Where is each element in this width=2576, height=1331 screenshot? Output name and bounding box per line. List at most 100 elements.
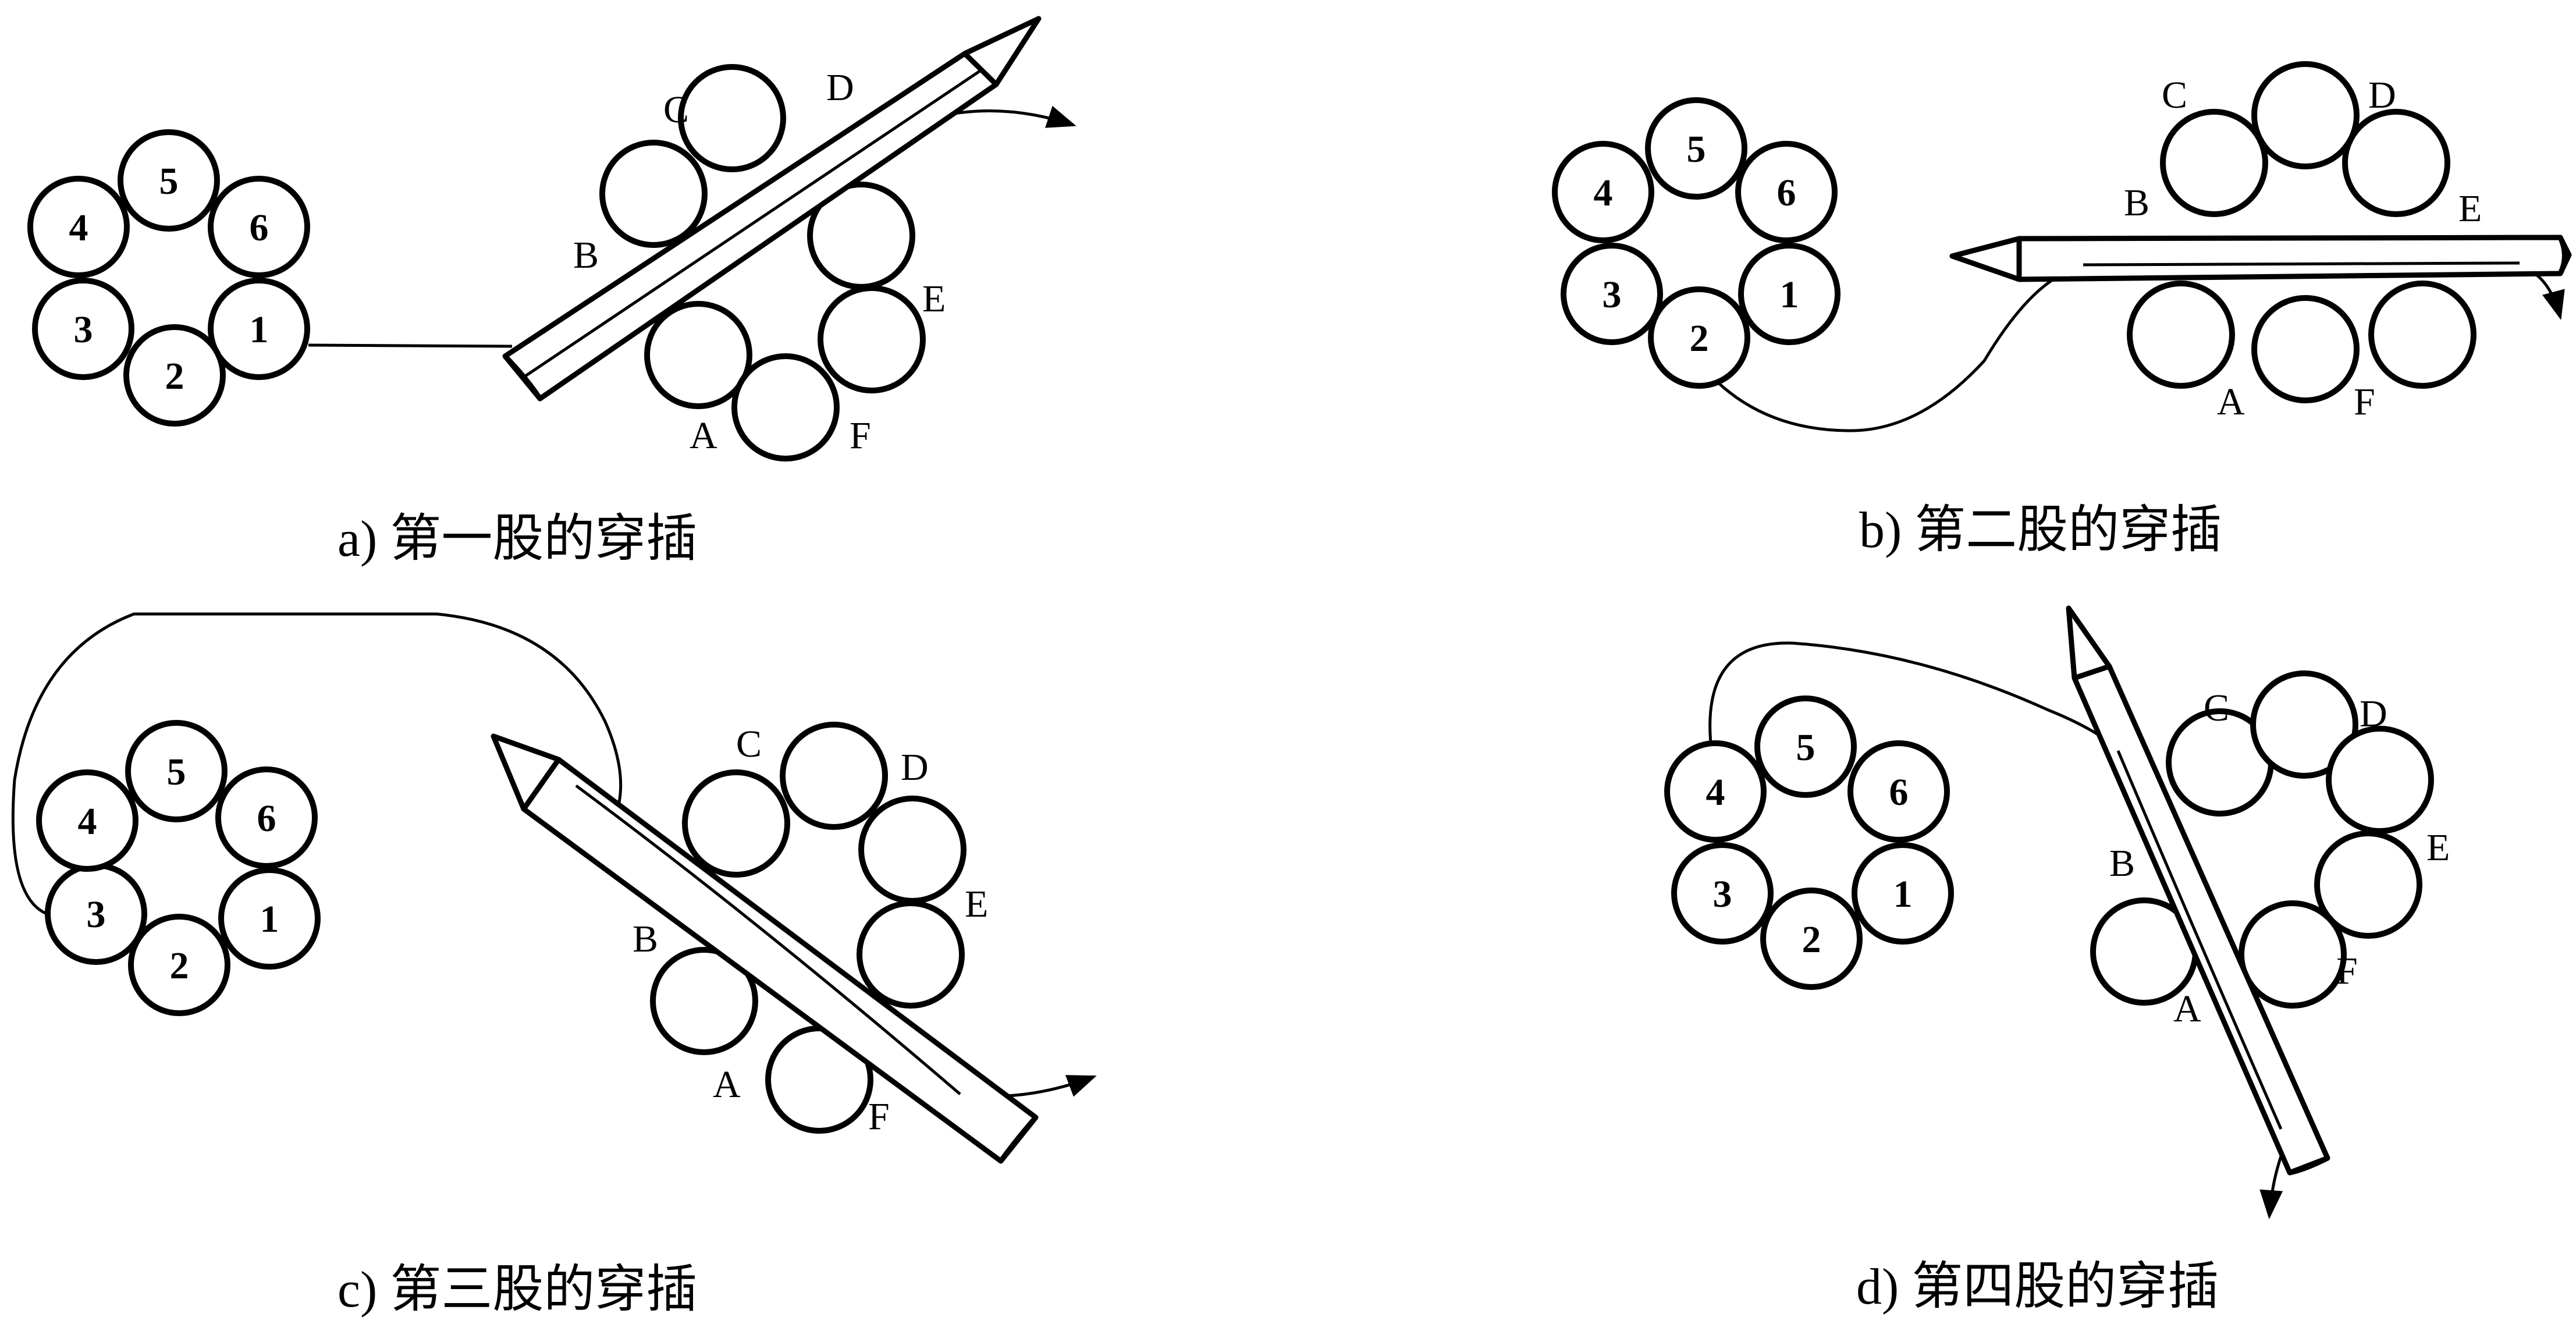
panel-c-right-strands bbox=[650, 722, 967, 1134]
panel-d-caption: d) 第四股的穿插 bbox=[1856, 1259, 2219, 1315]
panel-b-strand-4-label: 4 bbox=[1594, 172, 1613, 214]
panel-d-left-strands bbox=[1664, 695, 1954, 990]
panel-a-label-A: A bbox=[690, 414, 717, 457]
panel-b-strand-2-label: 2 bbox=[1690, 317, 1709, 360]
panel-b-strand-E bbox=[2368, 281, 2476, 389]
panel-c-strand-2-label: 2 bbox=[170, 945, 189, 987]
panel-d-strand-2 bbox=[1760, 888, 1863, 990]
panel-c-label-F: F bbox=[868, 1095, 890, 1138]
panel-a-strand-1-label: 1 bbox=[250, 308, 269, 351]
panel-b-strand-5 bbox=[1645, 97, 1747, 200]
panel-a-strand-2 bbox=[123, 324, 226, 427]
panel-c-needle bbox=[491, 733, 1039, 1164]
panel-a-label-C: C bbox=[663, 88, 689, 131]
panel-a-strand-E2 bbox=[818, 285, 926, 393]
panel-c-strand-1-label: 1 bbox=[260, 898, 279, 940]
panel-d-strand-D bbox=[2250, 670, 2358, 779]
panel-a-label-B: B bbox=[573, 234, 599, 276]
panel-d-strand-F bbox=[2239, 900, 2347, 1009]
panel-b-strand-B bbox=[2160, 109, 2268, 217]
panel-b-strand-A bbox=[2127, 281, 2235, 389]
panel-d-strand-6-label: 6 bbox=[1889, 771, 1909, 814]
panel-a-strand-4 bbox=[27, 176, 130, 278]
panel-d-label-C: C bbox=[2204, 687, 2229, 729]
panel-c-left-strands bbox=[36, 720, 321, 1016]
panel-d-label-F: F bbox=[2336, 950, 2358, 992]
panel-c-label-A: A bbox=[713, 1063, 741, 1106]
panel-d-strand-4-label: 4 bbox=[1706, 771, 1725, 814]
panel-b-strand-4 bbox=[1552, 141, 1654, 243]
panel-a-label-D: D bbox=[826, 66, 854, 109]
panel-c: 1 2 3 4 5 6 C D E B A F c) 第三股的穿插 bbox=[11, 612, 1097, 1318]
panel-a: 1 2 3 4 5 6 C D B E A F a) 第一股的穿插 bbox=[27, 16, 1076, 567]
panel-a-strand-C bbox=[678, 64, 786, 172]
panel-c-label-D: D bbox=[901, 746, 929, 789]
panel-c-caption: c) 第三股的穿插 bbox=[337, 1262, 697, 1318]
panel-c-label-B: B bbox=[633, 918, 658, 960]
panel-c-thread bbox=[11, 612, 623, 915]
panel-b-strand-C bbox=[2251, 61, 2360, 169]
panel-b-label-E: E bbox=[2458, 187, 2482, 230]
panel-d-strand-1 bbox=[1852, 842, 1954, 945]
panel-c-strand-4 bbox=[36, 769, 138, 872]
panel-a-thread-exit-arrow bbox=[954, 105, 1076, 128]
panel-a-label-E: E bbox=[922, 278, 946, 320]
panel-a-caption: a) 第一股的穿插 bbox=[337, 511, 697, 567]
panel-a-left-strands bbox=[27, 129, 310, 427]
panel-a-strand-B bbox=[599, 140, 708, 248]
panel-a-thread bbox=[308, 343, 513, 348]
panel-c-strand-B bbox=[650, 947, 758, 1055]
panel-b-strand-3 bbox=[1561, 243, 1663, 345]
panel-d-needle bbox=[2066, 605, 2330, 1176]
panel-b-label-B: B bbox=[2124, 182, 2149, 224]
panel-b-strand-D bbox=[2342, 109, 2450, 217]
panel-a-strand-3-label: 3 bbox=[74, 308, 93, 351]
panel-d-strand-4 bbox=[1664, 740, 1767, 843]
panel-a-strand-5-label: 5 bbox=[159, 160, 179, 203]
panel-b-needle bbox=[1949, 235, 2572, 282]
panel-b-right-strands bbox=[2127, 61, 2476, 403]
panel-d-strand-1-label: 1 bbox=[1893, 873, 1913, 915]
panel-c-strand-D2 bbox=[858, 796, 967, 904]
panel-b-strand-6 bbox=[1735, 141, 1838, 243]
panel-d: 1 2 3 4 5 6 C D E B A F d) 第四股的穿插 bbox=[1664, 605, 2450, 1315]
panel-c-strand-4-label: 4 bbox=[78, 800, 97, 843]
panel-d-strand-3-label: 3 bbox=[1713, 873, 1732, 915]
panel-b-strand-3-label: 3 bbox=[1603, 274, 1622, 316]
panel-b-strand-5-label: 5 bbox=[1687, 128, 1706, 171]
panel-c-label-E: E bbox=[965, 883, 988, 925]
panel-c-label-C: C bbox=[736, 723, 762, 765]
panel-b-label-D: D bbox=[2368, 74, 2396, 116]
panel-d-strand-E2 bbox=[2314, 830, 2422, 939]
panel-d-strand-3 bbox=[1671, 842, 1774, 945]
panel-d-label-B: B bbox=[2109, 842, 2135, 885]
panel-c-strand-1 bbox=[218, 867, 321, 970]
panel-b: 1 2 3 4 5 6 C D B E A F b) 第二股的穿插 bbox=[1552, 61, 2572, 559]
panel-d-thread bbox=[1708, 641, 2134, 764]
panel-a-strand-F bbox=[731, 353, 840, 462]
panel-b-caption: b) 第二股的穿插 bbox=[1859, 502, 2222, 559]
panel-b-strand-2 bbox=[1648, 286, 1750, 389]
panel-a-strand-1 bbox=[208, 278, 310, 380]
panel-a-strand-3 bbox=[32, 278, 134, 380]
panel-a-strand-4-label: 4 bbox=[69, 207, 88, 249]
panel-c-strand-6-label: 6 bbox=[257, 797, 276, 840]
panel-a-strand-6 bbox=[208, 176, 310, 278]
panel-b-strand-F bbox=[2251, 295, 2360, 403]
panel-d-right-strands bbox=[2090, 670, 2434, 1009]
panel-c-strand-D bbox=[780, 722, 888, 830]
panel-d-label-A: A bbox=[2173, 988, 2201, 1030]
panel-d-strand-5-label: 5 bbox=[1796, 726, 1815, 769]
panel-b-left-strands bbox=[1552, 97, 1840, 389]
panel-a-strand-2-label: 2 bbox=[165, 355, 184, 397]
panel-c-strand-6 bbox=[215, 766, 318, 869]
panel-c-strand-E bbox=[857, 900, 965, 1009]
panel-a-strand-6-label: 6 bbox=[250, 207, 269, 249]
panel-c-strand-5 bbox=[125, 720, 228, 822]
panel-b-label-A: A bbox=[2217, 381, 2245, 423]
panel-d-strand-6 bbox=[1847, 740, 1950, 843]
panel-a-strand-5 bbox=[118, 129, 220, 232]
panel-d-strand-E1 bbox=[2326, 726, 2434, 834]
panel-c-strand-5-label: 5 bbox=[167, 751, 186, 793]
